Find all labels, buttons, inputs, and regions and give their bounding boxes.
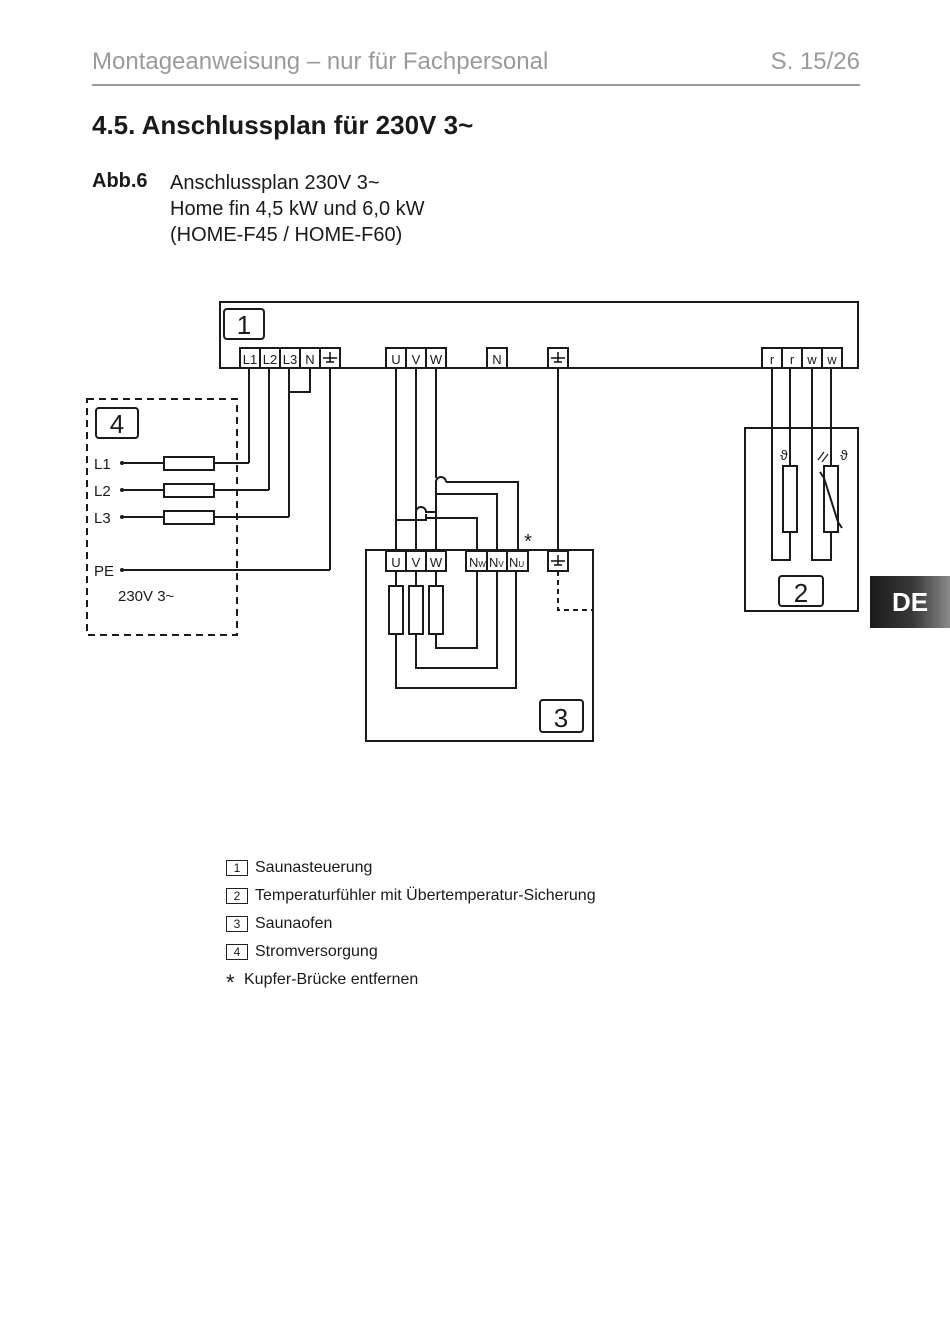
legend-text: Saunaofen	[255, 915, 333, 932]
terminal-label: U	[391, 352, 400, 367]
terminal-label: L2	[263, 352, 277, 367]
heating-element	[408, 585, 424, 635]
fuse	[163, 456, 215, 471]
legend-item: 3 Saunaofen	[226, 910, 596, 938]
terminal-label: N	[305, 352, 314, 367]
terminal-label: W	[430, 555, 443, 570]
legend-number: 4	[226, 944, 248, 960]
sensor-element	[782, 465, 798, 533]
legend-note: * Kupfer-Brücke entfernen	[226, 966, 596, 994]
supply-line-label: PE	[94, 563, 114, 580]
earth-symbol-controller-main	[551, 352, 565, 363]
page-number: S. 15/26	[770, 48, 860, 75]
box-number-frame	[223, 308, 265, 340]
caption-line: Anschlussplan 230V 3~	[170, 172, 380, 194]
note-text: Kupfer-Brücke entfernen	[244, 971, 419, 988]
wiring-diagram: 1 2 3 4 L1 L2 L3 N U V W N r r w w U V W…	[86, 301, 859, 742]
sensor-symbol: ϑ	[840, 447, 848, 463]
heating-element	[428, 585, 444, 635]
legend-text: Saunasteuerung	[255, 859, 373, 876]
terminal-label: w	[826, 352, 837, 367]
caption-line: (HOME-F45 / HOME-F60)	[170, 224, 403, 246]
bridge-marker: *	[524, 531, 532, 553]
box-number-frame	[539, 699, 584, 733]
legend-number: 2	[226, 888, 248, 904]
figure-label: Abb.6	[92, 170, 148, 192]
legend-item: 2 Temperaturfühler mit Übertemperatur-Si…	[226, 882, 596, 910]
legend-number: 3	[226, 916, 248, 932]
terminal-label: L3	[283, 352, 297, 367]
note-marker: *	[226, 970, 235, 995]
box-number: 2	[794, 578, 808, 608]
legend-number: 1	[226, 860, 248, 876]
terminal-label: V	[412, 352, 421, 367]
terminal-label: r	[770, 352, 775, 367]
legend-text: Temperaturfühler mit Übertemperatur-Sich…	[255, 887, 596, 904]
supply-voltage: 230V 3~	[118, 588, 175, 605]
terminal-label: L1	[243, 352, 257, 367]
heat-arrows-icon	[817, 451, 829, 463]
heating-element	[388, 585, 404, 635]
terminal-label: w	[806, 352, 817, 367]
terminal-n	[486, 347, 508, 369]
box-number: 1	[237, 310, 251, 340]
box-number-frame	[778, 575, 824, 607]
legend-text: Stromversorgung	[255, 943, 378, 960]
terminal-label: N	[492, 352, 501, 367]
terminal-label: NV	[489, 555, 504, 570]
box-number: 4	[110, 409, 124, 439]
controller-box	[219, 301, 859, 369]
terminal-label: W	[430, 352, 443, 367]
legend: 1 Saunasteuerung 2 Temperaturfühler mit …	[226, 854, 596, 994]
supply-line-label: L1	[94, 456, 111, 473]
terminal-label: r	[790, 352, 795, 367]
section-heading: 4.5. Anschlussplan für 230V 3~	[92, 110, 474, 140]
earth-symbol-oven	[551, 555, 565, 566]
figure-caption: Anschlussplan 230V 3~ Home fin 4,5 kW un…	[170, 170, 425, 248]
box-number-frame	[95, 407, 139, 439]
terminal-label: U	[391, 555, 400, 570]
terminal-label: NU	[509, 555, 524, 570]
fuse	[163, 483, 215, 498]
supply-line-label: L2	[94, 483, 111, 500]
supply-line-label: L3	[94, 510, 111, 527]
document-header-title: Montageanweisung – nur für Fachpersonal	[92, 48, 549, 75]
fuse	[163, 510, 215, 525]
box-number: 3	[554, 703, 568, 733]
legend-item: 4 Stromversorgung	[226, 938, 596, 966]
earth-symbol-controller	[323, 352, 337, 363]
language-tab[interactable]: DE	[870, 576, 950, 628]
sensor-symbol: ϑ	[780, 447, 788, 463]
caption-line: Home fin 4,5 kW und 6,0 kW	[170, 198, 425, 220]
terminal-label: V	[412, 555, 421, 570]
sensor-box	[744, 427, 859, 612]
terminal-label: NW	[469, 555, 486, 570]
legend-item: 1 Saunasteuerung	[226, 854, 596, 882]
header-divider	[92, 84, 860, 86]
